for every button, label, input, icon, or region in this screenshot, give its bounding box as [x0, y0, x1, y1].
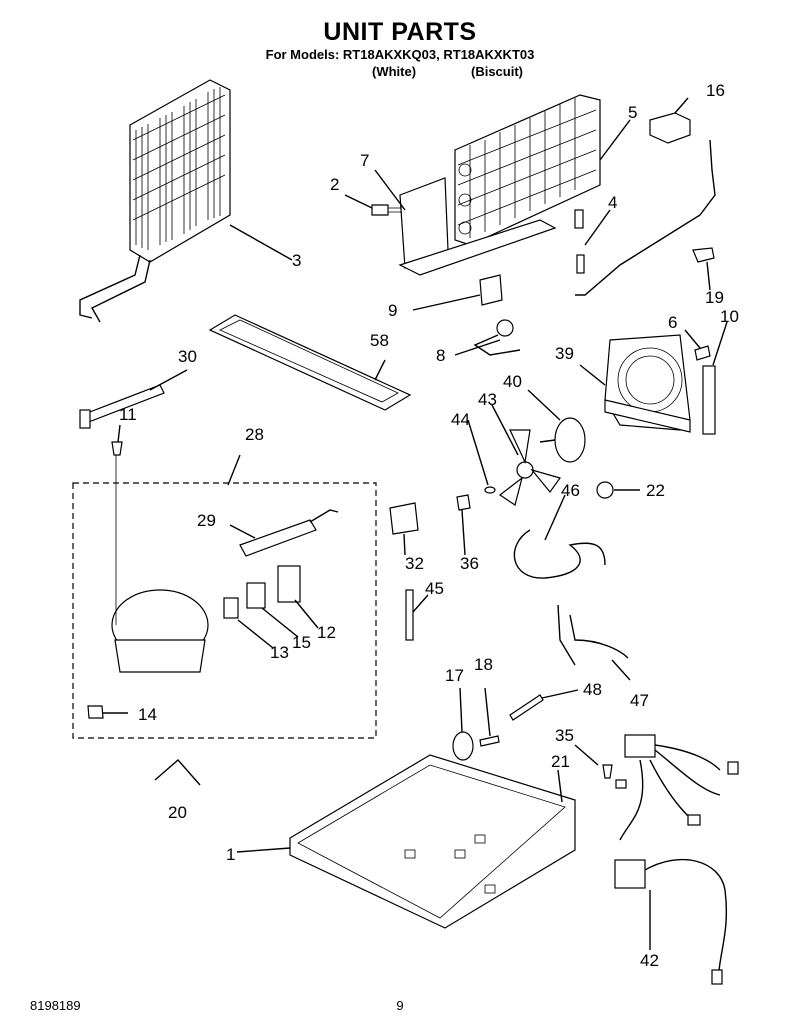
callout-15: 15	[292, 633, 311, 652]
models-line: For Models: RT18AKXKQ03, RT18AKXKT03	[265, 47, 535, 62]
callout-20: 20	[168, 803, 187, 822]
base-pan-1	[289, 754, 576, 929]
callout-12: 12	[317, 623, 336, 642]
strip-10	[702, 365, 716, 435]
relay-15	[246, 582, 266, 609]
overload-32	[389, 502, 419, 535]
color-variants: (White) (Biscuit)	[0, 64, 800, 82]
clip-20	[154, 759, 201, 786]
callout-17: 17	[445, 666, 464, 685]
callout-14: 14	[138, 705, 157, 724]
screw-36	[456, 494, 471, 511]
screw-11	[111, 441, 123, 456]
clip-9	[479, 274, 503, 306]
screw-6	[694, 345, 711, 361]
document-number: 8198189	[30, 998, 81, 1013]
retainer-44	[484, 486, 496, 494]
leader-lines	[103, 97, 728, 950]
screw-18	[479, 735, 500, 747]
cover-12	[277, 565, 301, 603]
grommet-22	[596, 481, 614, 499]
callout-13: 13	[270, 643, 289, 662]
callout-44: 44	[451, 410, 470, 429]
color-biscuit-label: (Biscuit)	[471, 64, 523, 79]
overload-13	[223, 597, 239, 619]
fan-motor-40	[539, 417, 586, 463]
drain-trough-58	[208, 314, 412, 411]
screw-2	[371, 204, 402, 216]
tube-45	[405, 589, 414, 641]
insulation-tube-30	[79, 384, 165, 429]
fan-shroud-39	[604, 334, 691, 433]
grommet-14	[87, 705, 104, 719]
page-title: UNIT PARTS	[323, 18, 477, 46]
callout-40: 40	[503, 372, 522, 391]
callout-48: 48	[583, 680, 602, 699]
page-number: 9	[396, 998, 404, 1013]
fan-blade-43	[498, 429, 561, 506]
rod-48	[509, 694, 544, 721]
callout-21: 21	[551, 752, 570, 771]
tube-47	[557, 604, 629, 666]
callout-39: 39	[555, 344, 574, 363]
defrost-sensor-wire	[574, 139, 716, 296]
callout-43: 43	[478, 390, 497, 409]
callout-46: 46	[561, 481, 580, 500]
compressor-kit-28	[72, 482, 377, 739]
roller-17	[452, 731, 474, 761]
callout-8: 8	[436, 346, 445, 365]
callout-22: 22	[646, 481, 665, 500]
screw-35	[602, 764, 613, 779]
callout-28: 28	[245, 425, 264, 444]
callout-18: 18	[474, 655, 493, 674]
callout-19: 19	[705, 288, 724, 307]
callout-42: 42	[640, 951, 659, 970]
callout-16: 16	[706, 81, 725, 100]
callout-3: 3	[292, 251, 301, 270]
color-white-label: (White)	[372, 64, 417, 79]
callout-29: 29	[197, 511, 216, 530]
callout-2: 2	[330, 175, 339, 194]
callout-9: 9	[388, 301, 397, 320]
callout-32: 32	[405, 554, 424, 573]
callout-6: 6	[668, 313, 677, 332]
callout-4: 4	[608, 193, 617, 212]
condenser-coil	[79, 79, 231, 323]
callout-7: 7	[360, 151, 369, 170]
callout-30: 30	[178, 347, 197, 366]
wire-harness-42	[614, 734, 739, 985]
callout-58: 58	[370, 331, 389, 350]
callout-10: 10	[720, 307, 739, 326]
callout-1: 1	[226, 845, 235, 864]
cap-16	[649, 112, 691, 144]
callout-35: 35	[555, 726, 574, 745]
drier-29	[239, 509, 339, 557]
evaporator-assembly	[398, 94, 601, 276]
callout-36: 36	[460, 554, 479, 573]
callout-11: 11	[119, 405, 137, 424]
callout-5: 5	[628, 103, 637, 122]
plug-8	[473, 319, 521, 356]
callout-47: 47	[630, 691, 649, 710]
callout-labels: 1 2 3 4 5 6 7 8 9 10 11 12 13 14 15 16 1…	[119, 81, 739, 970]
compressor	[111, 455, 209, 673]
callout-45: 45	[425, 579, 444, 598]
tube-46	[513, 529, 606, 579]
